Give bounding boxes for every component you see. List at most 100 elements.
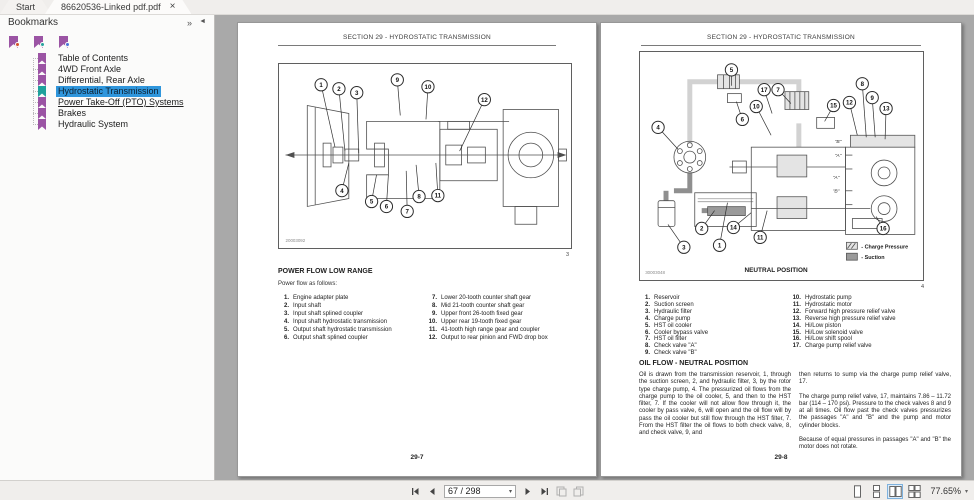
- bookmark-label: 4WD Front Axle: [58, 64, 122, 74]
- list-item: 3.Hydraulic filter: [644, 308, 693, 315]
- list-item: 9.Upper front 26-tooth fixed gear: [431, 311, 523, 317]
- zoom-level[interactable]: 77.65%: [930, 486, 961, 496]
- tab-document-label: 86620536-Linked pdf.pdf: [61, 2, 161, 12]
- body-paragraph: Because of equal pressures in passages "…: [799, 437, 951, 451]
- bookmark-item-brakes[interactable]: Brakes: [0, 108, 214, 119]
- passage-label: "A": [833, 175, 840, 181]
- bookmarks-toolbar: [0, 28, 214, 50]
- bookmark-icon: [38, 64, 46, 75]
- panel-collapse-icon[interactable]: ◄: [199, 17, 206, 25]
- figure-callout-9: 9: [390, 73, 404, 116]
- body-paragraph: Oil is drawn from the transmission reser…: [639, 372, 791, 437]
- bookmark-label: Power Take-Off (PTO) Systems: [58, 97, 184, 107]
- svg-text:1: 1: [718, 242, 722, 249]
- next-view-button[interactable]: [573, 485, 584, 498]
- oil-flow-figure: "B""A""A""B" - Charge Pressure- Suction …: [639, 51, 924, 281]
- document-canvas[interactable]: SECTION 29 - HYDROSTATIC TRANSMISSION: [216, 15, 974, 480]
- list-item: 10.Hydrostatic pump: [792, 295, 852, 301]
- bookmark-settings-button[interactable]: [59, 35, 70, 48]
- page-number: 29-7: [410, 454, 424, 461]
- list-item: 15.Hi/Low solenoid valve: [792, 329, 863, 336]
- bookmark-label: Hydrostatic Transmission: [56, 86, 161, 97]
- facing-view-button[interactable]: [887, 483, 904, 499]
- zoom-dropdown-icon[interactable]: ▾: [964, 488, 968, 495]
- figure-callout-14: 14: [726, 212, 752, 235]
- pdf-page-left: SECTION 29 - HYDROSTATIC TRANSMISSION: [237, 22, 597, 477]
- list-item: 1.Engine adapter plate: [283, 295, 349, 301]
- bookmark-item-4wd-front-axle[interactable]: 4WD Front Axle: [0, 64, 214, 75]
- figure-legend: - Charge Pressure- Suction: [846, 241, 908, 261]
- bookmark-icon: [38, 108, 46, 119]
- page-dropdown-icon[interactable]: ▾: [508, 488, 512, 495]
- list-item: 5.Output shaft hydrostatic transmission: [283, 327, 392, 333]
- bookmark-item-power-take-off-pto-systems[interactable]: Power Take-Off (PTO) Systems: [0, 97, 214, 108]
- svg-text:5: 5: [730, 67, 734, 74]
- bookmark-item-hydrostatic-transmission[interactable]: Hydrostatic Transmission: [0, 86, 214, 97]
- list-item: 2.Input shaft: [283, 303, 322, 309]
- figure-callout-5: 5: [724, 63, 739, 86]
- previous-view-button[interactable]: [556, 485, 567, 498]
- intro-text: Power flow as follows:: [278, 281, 338, 287]
- bookmark-icon: [38, 75, 46, 86]
- body-text-col2: then returns to sump via the charge pump…: [799, 372, 951, 459]
- next-page-button[interactable]: [522, 485, 533, 498]
- passage-label: "A": [835, 153, 842, 159]
- previous-page-button[interactable]: [427, 485, 438, 498]
- figure-callout-2: 2: [695, 210, 715, 236]
- svg-text:1: 1: [319, 82, 323, 89]
- list-item: 8.Mid 21-tooth counter shaft gear: [431, 303, 525, 309]
- svg-text:3: 3: [355, 90, 359, 97]
- list-item: 10.Upper rear 19-tooth fixed gear: [428, 319, 522, 325]
- svg-text:12: 12: [481, 97, 488, 104]
- panel-options-icon[interactable]: »: [187, 17, 193, 28]
- bookmark-label: Table of Contents: [58, 53, 129, 63]
- tab-close-icon[interactable]: ×: [169, 1, 176, 12]
- bookmark-ribbon-icon: [34, 36, 43, 48]
- figure-callout-12: 12: [459, 92, 491, 152]
- list-item: 3.Input shaft splined coupler: [283, 311, 364, 317]
- single-page-view-button[interactable]: [849, 484, 865, 499]
- bookmark-item-differential-rear-axle[interactable]: Differential, Rear Axle: [0, 75, 214, 86]
- passage-label: "B": [835, 139, 842, 145]
- tab-start-label: Start: [16, 2, 36, 12]
- tab-document[interactable]: 86620536-Linked pdf.pdf ×: [45, 0, 191, 14]
- list-item: 12.Forward high pressure relief valve: [792, 308, 896, 315]
- body-paragraph: then returns to sump via the charge pump…: [799, 372, 951, 386]
- last-page-button[interactable]: [539, 485, 550, 498]
- page-number-input[interactable]: [448, 486, 509, 496]
- figure-callout-10: 10: [421, 80, 435, 120]
- svg-text:13: 13: [883, 106, 890, 113]
- expand-bookmark-button[interactable]: [9, 35, 20, 48]
- continuous-facing-view-button[interactable]: [906, 484, 922, 499]
- header-rule: [641, 45, 921, 46]
- svg-text:8: 8: [861, 81, 865, 88]
- legend-label: - Charge Pressure: [861, 244, 908, 250]
- list-item: 8.Check valve "A": [644, 343, 697, 350]
- pdf-page-right: SECTION 29 - HYDROSTATIC TRANSMISSION: [600, 22, 962, 477]
- continuous-view-button[interactable]: [868, 484, 884, 499]
- tab-bar: Start 86620536-Linked pdf.pdf ×: [0, 0, 974, 15]
- section-title: POWER FLOW LOW RANGE: [278, 268, 373, 275]
- view-mode-controls: 77.65% ▾: [846, 483, 968, 499]
- figure-callout-9: 9: [865, 90, 879, 138]
- bookmarks-panel-header: Bookmarks » ◄: [0, 15, 214, 28]
- first-page-button[interactable]: [410, 485, 421, 498]
- bookmark-label: Differential, Rear Axle: [58, 75, 145, 85]
- figure-callout-8: 8: [412, 164, 426, 204]
- settings-badge-icon: [65, 42, 70, 47]
- bookmark-icon: [38, 86, 46, 97]
- bookmark-item-table-of-contents[interactable]: Table of Contents: [0, 53, 214, 64]
- svg-text:2: 2: [700, 226, 704, 233]
- svg-text:9: 9: [870, 95, 874, 102]
- svg-text:6: 6: [385, 204, 389, 211]
- bookmark-icon: [38, 97, 46, 108]
- new-bookmark-button[interactable]: [34, 35, 45, 48]
- bookmark-item-hydraulic-system[interactable]: Hydraulic System: [0, 119, 214, 130]
- svg-text:11: 11: [757, 235, 764, 242]
- tab-start[interactable]: Start: [0, 0, 51, 14]
- svg-text:16: 16: [880, 226, 887, 233]
